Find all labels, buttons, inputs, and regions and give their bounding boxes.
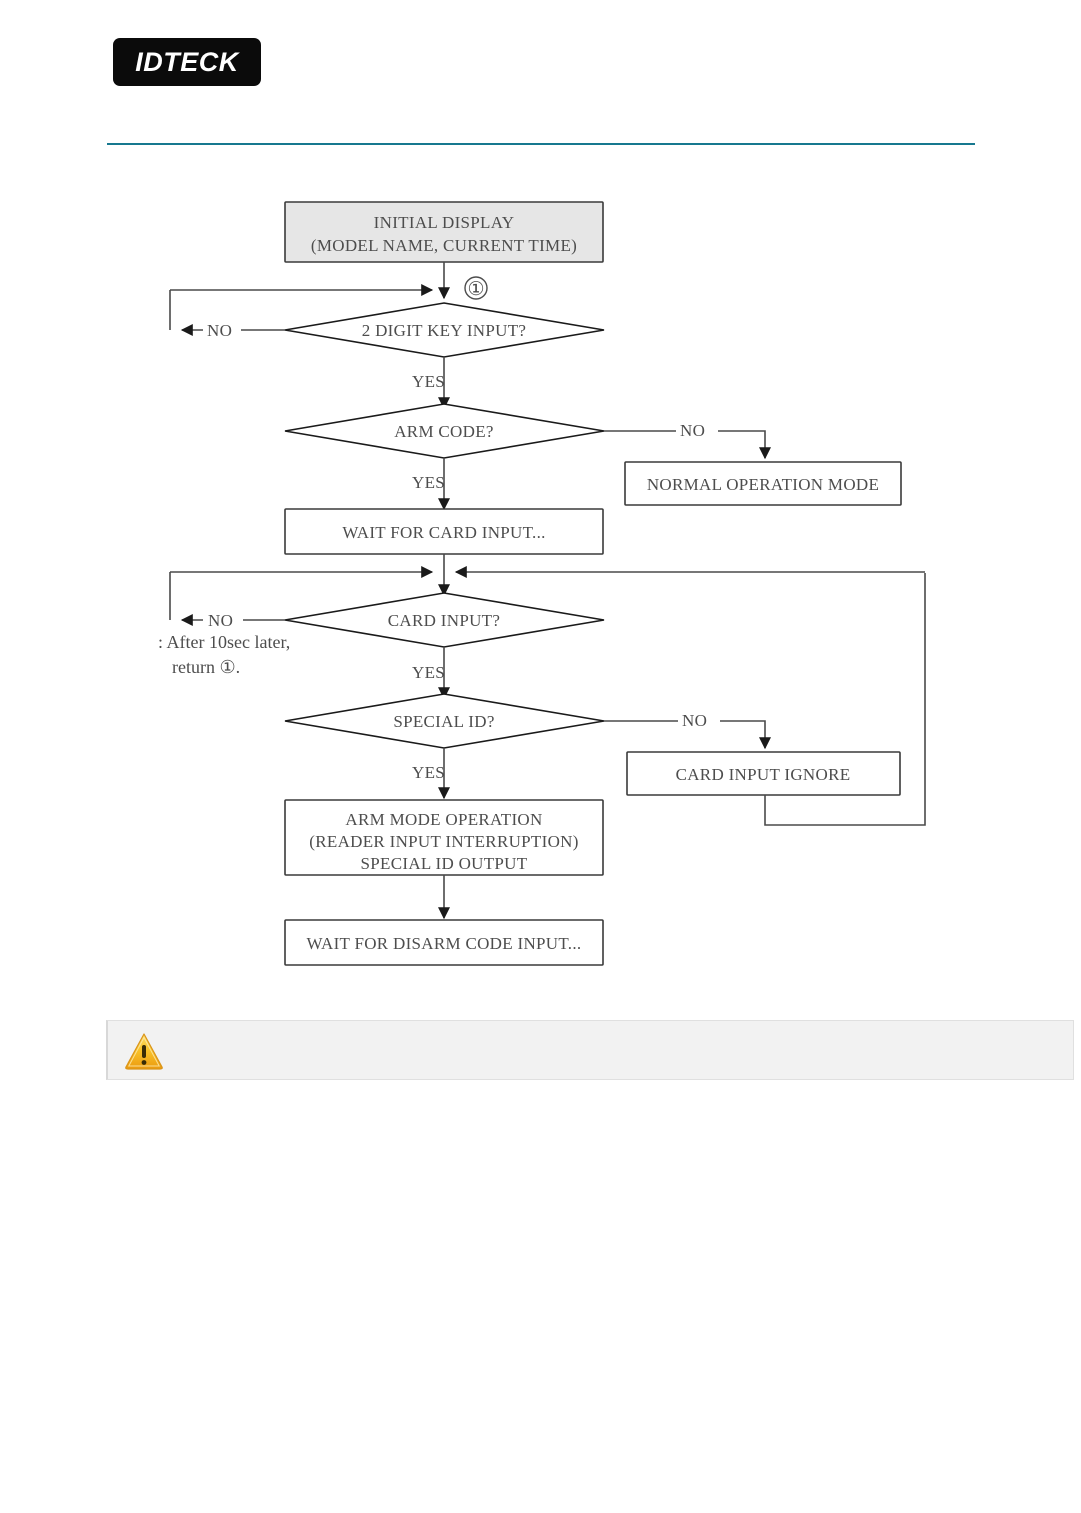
node-wait-for-card-input: WAIT FOR CARD INPUT... <box>284 508 604 555</box>
node-wait-for-disarm-code-input: WAIT FOR DISARM CODE INPUT... <box>284 919 604 966</box>
edge-specialid-no <box>604 720 771 750</box>
node-special-id-label: SPECIAL ID? <box>393 712 494 731</box>
node-normal-operation-mode: NORMAL OPERATION MODE <box>624 461 902 506</box>
note-timeout-line1: : After 10sec later, <box>158 632 290 652</box>
node-normal-operation-mode-label: NORMAL OPERATION MODE <box>647 475 879 494</box>
marker-one-label: ① <box>467 279 484 300</box>
warning-triangle-icon <box>124 1032 164 1070</box>
flowchart-diagram: INITIAL DISPLAY (MODEL NAME, CURRENT TIM… <box>158 201 926 966</box>
node-card-input-label: CARD INPUT? <box>388 611 500 630</box>
node-initial-display-line2: (MODEL NAME, CURRENT TIME) <box>311 236 577 255</box>
edge-label-yes-3: YES <box>412 663 445 682</box>
node-arm-mode-operation-line3: SPECIAL ID OUTPUT <box>361 854 528 873</box>
flowchart-container: INITIAL DISPLAY (MODEL NAME, CURRENT TIM… <box>0 170 1081 1000</box>
edge-label-no-3: NO <box>208 611 233 630</box>
node-key-input-decision: 2 DIGIT KEY INPUT? <box>284 302 605 358</box>
warning-callout <box>106 1020 1074 1080</box>
node-special-id-decision: SPECIAL ID? <box>284 693 605 749</box>
node-key-input-label: 2 DIGIT KEY INPUT? <box>362 321 527 340</box>
node-arm-code-decision: ARM CODE? <box>284 403 605 459</box>
header-divider <box>107 143 975 145</box>
edge-label-yes-1: YES <box>412 372 445 391</box>
page-header: IDTECK <box>0 0 1081 150</box>
node-initial-display-line1: INITIAL DISPLAY <box>374 213 515 232</box>
edge-armcode-no <box>604 430 771 460</box>
edge-label-yes-4: YES <box>412 763 445 782</box>
node-arm-mode-operation: ARM MODE OPERATION (READER INPUT INTERRU… <box>284 799 604 876</box>
node-wait-for-card-input-label: WAIT FOR CARD INPUT... <box>342 523 545 542</box>
node-card-input-decision: CARD INPUT? <box>284 592 605 648</box>
note-timeout-line2: return ①. <box>172 657 240 677</box>
node-arm-mode-operation-line1: ARM MODE OPERATION <box>345 810 542 829</box>
node-wait-for-disarm-code-input-label: WAIT FOR DISARM CODE INPUT... <box>307 934 582 953</box>
node-card-input-ignore: CARD INPUT IGNORE <box>626 751 901 796</box>
edge-label-no-4: NO <box>682 711 707 730</box>
node-arm-mode-operation-line2: (READER INPUT INTERRUPTION) <box>309 832 578 851</box>
idteck-logo-text: IDTECK <box>135 47 239 77</box>
marker-one: ① <box>464 276 488 300</box>
edge-cardignore-loop <box>764 573 926 826</box>
note-timeout: : After 10sec later, return ①. <box>158 632 290 677</box>
edge-label-no-1-text: NO <box>207 321 232 340</box>
edge-label-no-2: NO <box>680 421 705 440</box>
warning-triangle-glyph <box>125 1033 163 1070</box>
node-initial-display: INITIAL DISPLAY (MODEL NAME, CURRENT TIM… <box>284 201 604 263</box>
idteck-logo: IDTECK <box>113 38 261 86</box>
node-arm-code-label: ARM CODE? <box>394 422 494 441</box>
edge-label-yes-2: YES <box>412 473 445 492</box>
node-card-input-ignore-label: CARD INPUT IGNORE <box>676 765 851 784</box>
